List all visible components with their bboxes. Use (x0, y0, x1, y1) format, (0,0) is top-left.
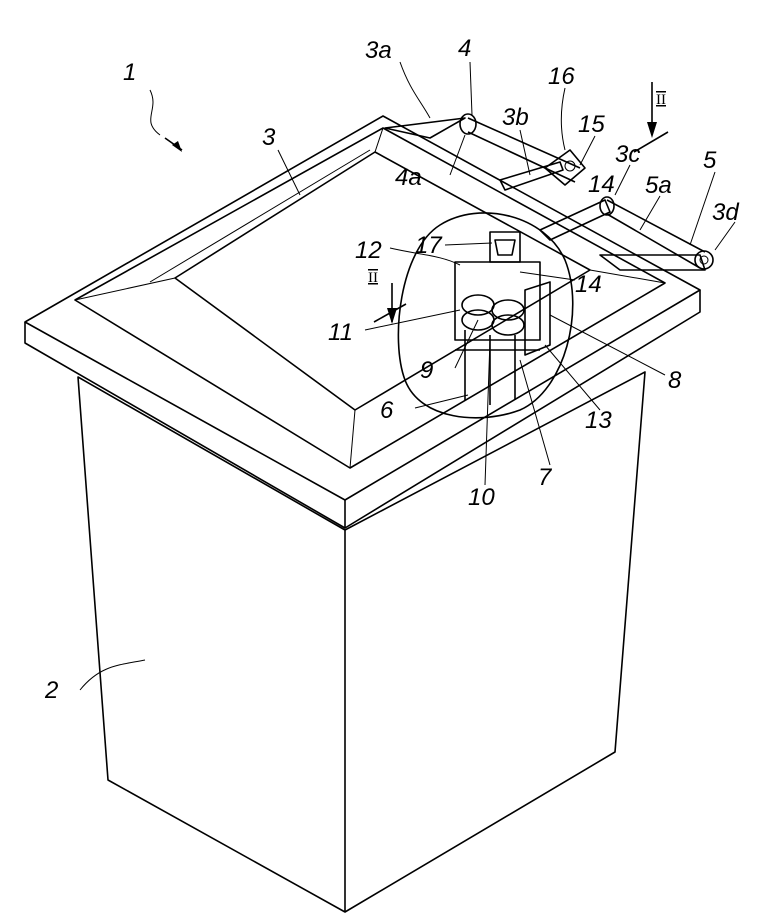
label-6: 6 (380, 397, 394, 424)
label-16: 16 (548, 63, 575, 90)
label-12: 12 (355, 237, 382, 264)
label-3: 3 (262, 124, 276, 151)
label-3b: 3b (502, 104, 529, 131)
label-1: 1 (123, 59, 136, 86)
label-17: 17 (415, 232, 443, 259)
label-5a: 5a (645, 172, 672, 199)
label-3c: 3c (615, 141, 640, 168)
label-4: 4 (458, 35, 471, 62)
container-body (78, 372, 645, 912)
label-7: 7 (538, 464, 553, 491)
label-11: 11 (328, 319, 353, 346)
label-9: 9 (420, 357, 433, 384)
reference-labels: 1 2 3 3a 3b 3c 3d 4 4a 5 5a 6 7 8 9 10 1… (44, 35, 739, 704)
label-4a: 4a (395, 164, 422, 191)
section-mark-top: II (656, 92, 666, 108)
label-13: 13 (585, 407, 612, 434)
label-5: 5 (703, 147, 717, 174)
label-3a: 3a (365, 37, 392, 64)
label-8: 8 (668, 367, 682, 394)
section-mark-left: II (368, 270, 378, 286)
label-3d: 3d (712, 199, 739, 226)
label-15: 15 (578, 111, 605, 138)
label-2: 2 (44, 677, 58, 704)
label-14-upper: 14 (588, 171, 615, 198)
label-10: 10 (468, 484, 495, 511)
label-14-lower: 14 (575, 271, 602, 298)
